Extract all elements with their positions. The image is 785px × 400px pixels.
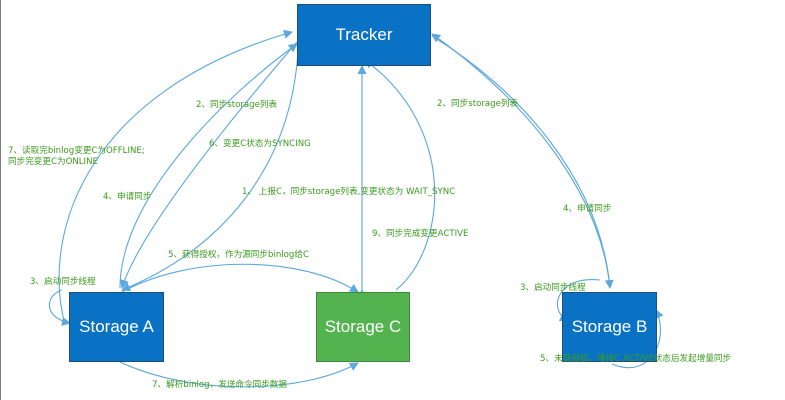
edge-9-complete-active: [364, 59, 436, 291]
label-c-complete: 9、同步完成变更ACTIVE: [372, 229, 469, 239]
label-a-parse-binlog: 7、解析binlog，发送命令同步数据: [152, 380, 287, 390]
label-a-read-binlog: 7、读取完binlog变更C为OFFLINE; 同步完变更C为ONLINE: [8, 146, 145, 167]
edge-2-sync-list-a: [120, 41, 298, 289]
label-b-no-auth: 5、未获授权，等待C ACTIVE状态后发起增量同步: [540, 354, 732, 364]
label-a-apply-sync: 4、申请同步: [103, 192, 152, 202]
label-a-start-thread: 3、启动同步线程: [30, 277, 96, 287]
label-b-sync-list: 2、同步storage列表: [437, 99, 519, 109]
storage-b-node: Storage B: [562, 292, 657, 362]
edge-3-start-thread-a: [48, 289, 71, 326]
label-a-get-auth: 5、获得授权，作为源同步binlog给C: [168, 250, 309, 260]
label-a-sync-list: 2、同步storage列表: [196, 100, 278, 110]
edge-2-sync-list-b: [431, 35, 614, 289]
edge-7-offline-online: [58, 29, 293, 326]
label-b-apply-sync: 4、申请同步: [563, 204, 612, 214]
storage-b-label: Storage B: [571, 317, 648, 336]
left-edge-line: [0, 0, 1, 400]
tracker-node: Tracker: [297, 4, 431, 66]
storage-c-node: Storage C: [316, 292, 410, 362]
storage-c-label: Storage C: [324, 317, 402, 336]
storage-a-node: Storage A: [69, 292, 164, 362]
edge-7-parse-binlog: [119, 361, 359, 388]
label-c-report: 1、 上报C，同步storage列表,变更状态为 WAIT_SYNC: [242, 187, 456, 197]
edge-5-get-auth: [121, 263, 359, 293]
storage-a-label: Storage A: [79, 317, 154, 336]
label-a-set-syncing: 6、变更C状态为SYNCING: [209, 139, 311, 149]
edge-4-apply-sync-a: [119, 43, 298, 289]
edge-4-apply-sync-b: [431, 33, 611, 289]
edge-6-set-syncing: [121, 51, 299, 292]
tracker-label: Tracker: [335, 25, 393, 44]
label-b-start-thread: 3、启动同步线程: [520, 283, 586, 293]
